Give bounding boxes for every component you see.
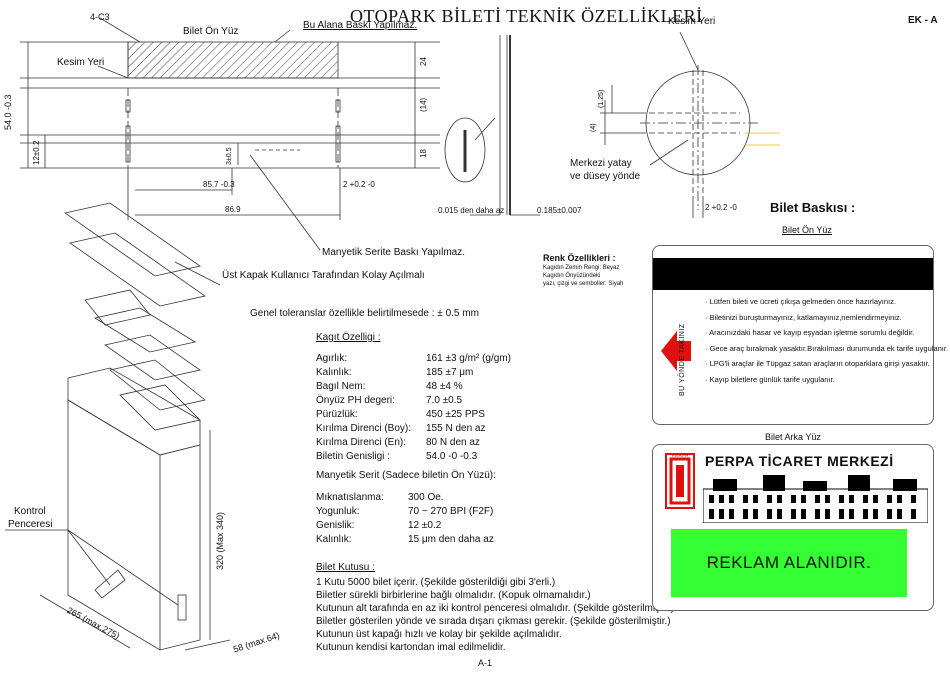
dim-54: 54.0 -0.3 [3, 94, 13, 130]
dim-4: (4) [590, 123, 597, 132]
paper-row: Agırlık:161 ±3 g/m² (g/gm) [316, 353, 511, 364]
magnetic-spec-table: Mıknatıslanma:300 Oe. Yogunluk:70 ~ 270 … [316, 491, 494, 547]
page-title: OTOPARK BİLETİ TEKNİK ÖZELLİKLERİ [350, 6, 703, 26]
paper-spec-heading: Kagıt Özelligi : [316, 332, 381, 343]
paper-row: Önyüz PH degeri:7.0 ±0.5 [316, 395, 463, 406]
general-tolerance: Genel toleranslar özellikle belirtilmese… [250, 308, 479, 319]
dim-18: 18 [419, 149, 428, 158]
magnetic-stripe [653, 258, 933, 290]
paper-row: Kırılma Direnci (Boy):155 N den az [316, 423, 486, 434]
dim-24: 24 [419, 57, 428, 66]
dim-2-right: 2 +0.2 -0 [705, 203, 737, 212]
ticket-front-rules: · Lütfen bileti ve ücreti çıkışa gelmede… [705, 294, 949, 387]
center-note-2: ve düsey yönde [570, 171, 641, 182]
magnetic-row: Mıknatıslanma:300 Oe. [316, 492, 444, 503]
box-note: Biletler sürekli birbirlerine bağlı olma… [316, 590, 591, 601]
page-number: A-1 [478, 658, 493, 668]
box-note: Kutunun kendisi kartondan imal edilmelid… [316, 642, 506, 653]
ticket-back-card: PERPA PERPA TİCARET MERKEZİ [652, 444, 934, 611]
paper-row: Kırılma Direnci (En):80 N den az [316, 437, 480, 448]
building-icon [703, 475, 928, 523]
dim-320: 320 (Max 340) [215, 511, 225, 570]
dim-2: 2 +0.2 -0 [343, 180, 375, 189]
center-note-1: Merkezi yatay [570, 158, 632, 169]
ticket-front-card: BU YÖNDE TAKINIZ · Lütfen bileti ve ücre… [652, 245, 949, 425]
cut-line-label-right: Kesim Yeri [668, 16, 716, 27]
dim-0185: 0.185±0.007 [537, 206, 582, 215]
control-window-label-2: Penceresi [8, 519, 53, 530]
perpa-logo-icon [665, 453, 695, 509]
print-heading: Bilet Baskısı : [770, 200, 856, 215]
dim-12: 12±0.2 [32, 140, 41, 165]
no-print-area-label: Bu Alana Baskı Yapılmaz. [303, 20, 418, 31]
magnetic-row: Genislik:12 ±0.2 [316, 520, 442, 531]
rule-line: · Gece araç bırakmak yasaktır.Bırakılmas… [705, 343, 949, 353]
rule-line: · Lütfen bileti ve ücreti çıkışa gelmede… [705, 297, 896, 306]
dim-857: 85.7 -0.3 [203, 180, 235, 189]
color-spec-heading: Renk Özellikleri : [543, 253, 616, 263]
logo-caption: PERPA [671, 453, 689, 459]
front-face-label: Bilet Ön Yüz [183, 26, 239, 37]
magnetic-row: Yogunluk:70 ~ 270 BPI (F2F) [316, 506, 494, 517]
ad-area: REKLAM ALANIDIR. [671, 529, 907, 597]
rule-line: · Kayıp biletlere günlük tarife uygulanı… [705, 374, 835, 384]
box-notes: 1 Kutu 5000 bilet içerir. (Şekilde göste… [316, 576, 674, 654]
dim-14: (14) [419, 97, 428, 112]
dim-125: (1.25) [598, 89, 605, 108]
ticket-back-label: Bilet Arka Yüz [765, 432, 821, 442]
rule-line: · Aracınızdaki hasar ve kayıp eşyadan iş… [705, 328, 915, 337]
sheet-code: EK - A [908, 15, 938, 26]
box-heading: Bilet Kutusu : [316, 562, 375, 573]
box-note: Kutunun üst kapağı hızlı ve kolay bir şe… [316, 629, 562, 640]
paper-row: Kalınlık:185 ±7 μm [316, 367, 474, 378]
magnetic-no-print-note: Manyetik Serite Baskı Yapılmaz. [322, 247, 466, 258]
rule-line: · Biletinizi buruşturmayınız, katlamayın… [705, 312, 902, 322]
insert-arrow [661, 306, 691, 396]
control-window-label-1: Kontrol [14, 506, 46, 517]
color-spec-lines: Kagıdın Zemin Rengi: Beyaz Kagıdın Önyüz… [543, 265, 624, 287]
dim-3: 3±0.5 [226, 147, 233, 165]
paper-spec-table: Agırlık:161 ±3 g/m² (g/gm) Kalınlık:185 … [316, 352, 511, 464]
paper-row: Pürüzlük:450 ±25 PPS [316, 409, 485, 420]
paper-row: Bagıl Nem:48 ±4 % [316, 381, 463, 392]
cut-line-label: Kesim Yeri [57, 57, 105, 68]
box-note: Kutunun alt tarafında en az iki kontrol … [316, 603, 674, 614]
cover-open-note: Üst Kapak Kullanıcı Tarafından Kolay Açı… [222, 270, 425, 281]
brand-name: PERPA TİCARET MERKEZİ [705, 453, 894, 469]
chamfer-label: 4-C3 [90, 12, 110, 22]
dim-869: 86.9 [225, 205, 241, 214]
building-illustration [703, 475, 928, 523]
magnetic-row: Kalınlık:15 μm den daha az [316, 534, 494, 545]
paper-row: Biletin Genisligi :54.0 -0 -0.3 [316, 451, 478, 462]
perpa-logo: PERPA [665, 453, 695, 519]
ticket-front-label: Bilet Ön Yüz [782, 225, 832, 235]
no-print-hatch-area [127, 41, 339, 79]
box-note: Biletler gösterilen yönde ve sırada dışa… [316, 616, 671, 627]
ad-text: REKLAM ALANIDIR. [706, 553, 872, 572]
dim-0015: 0.015 den daha az [438, 206, 505, 215]
box-note: 1 Kutu 5000 bilet içerir. (Şekilde göste… [316, 577, 556, 588]
rule-line: · LPG'li araçlar ile Tüpgaz satan araçla… [705, 359, 930, 368]
left-arrow-icon [661, 331, 691, 371]
insert-direction-text: BU YÖNDE TAKINIZ [679, 323, 686, 396]
magnetic-spec-heading: Manyetik Serit (Sadece biletin Ön Yüzü): [316, 470, 496, 481]
